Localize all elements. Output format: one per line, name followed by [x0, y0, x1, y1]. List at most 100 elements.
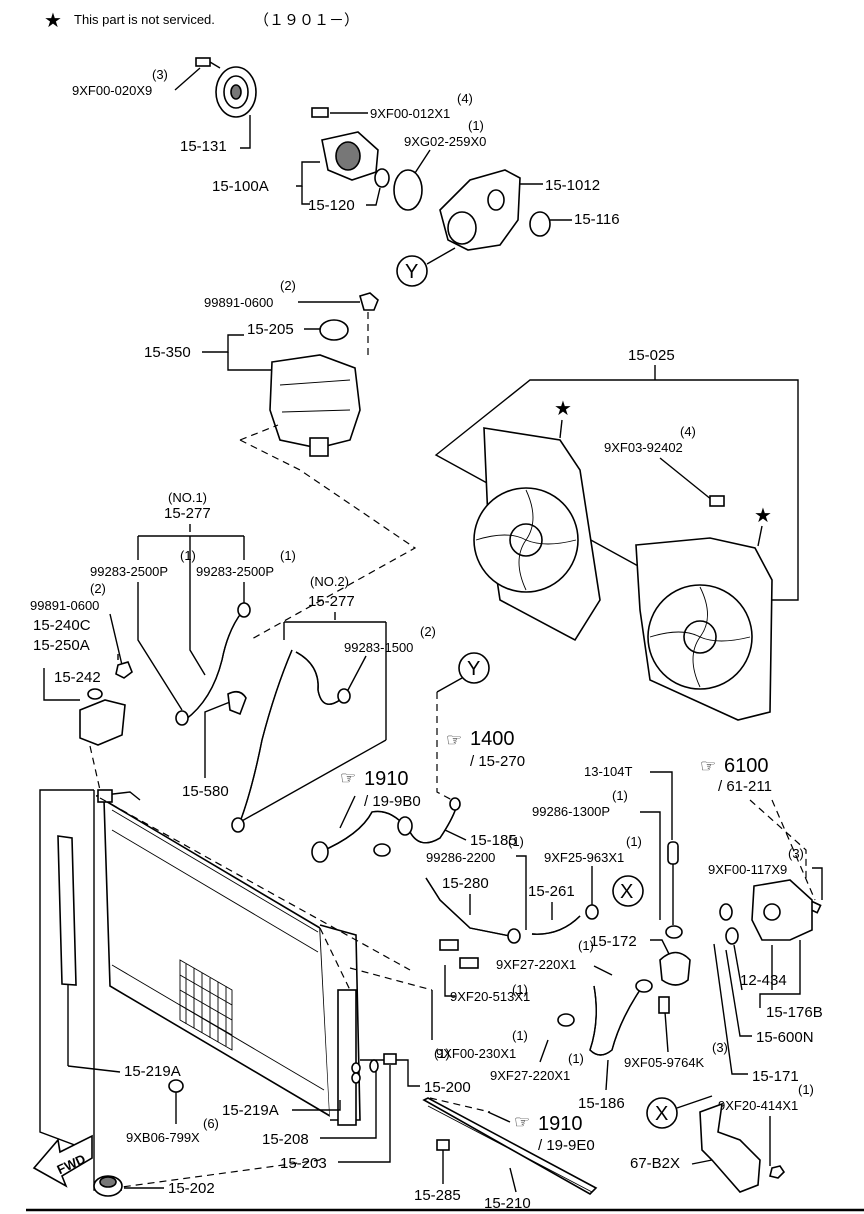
label-part-number: 15-580: [182, 783, 229, 800]
label-part-number: 15-350: [144, 344, 191, 361]
hand-pointer-icon: ☞: [340, 768, 356, 788]
hand-pointer-icon: ☞: [514, 1112, 530, 1132]
label-part-number: 15-116: [574, 211, 620, 228]
ref-marker-label: X: [620, 881, 633, 903]
o-ring-icon: [725, 927, 739, 945]
ref-page-number: 6100: [724, 755, 769, 777]
label-part-number: 15-277: [164, 505, 211, 522]
label-part-number: 99891-0600: [30, 598, 99, 613]
ref-figure-number: / 61-211: [718, 778, 772, 795]
hose-clamp-icon: [397, 816, 413, 836]
bolt-icon: [195, 57, 211, 67]
water-outlet-icon: [751, 879, 813, 941]
ref-figure-number: / 19-9E0: [538, 1137, 595, 1154]
thermostat-housing-icon: [659, 951, 691, 986]
fan-assembly-group: 15-025 ★ (4) 9XF03-92402 ★: [434, 347, 799, 721]
ref-marker-y: [396, 255, 428, 287]
hose-clamp-icon: [557, 1013, 575, 1027]
label-part-number: 15-208: [262, 1131, 309, 1148]
forward-arrow: FWD: [32, 1134, 93, 1188]
label-part-number: 15-280: [442, 875, 489, 892]
label-part-number: 9XF27-220X1: [496, 957, 576, 972]
label-qty: (4): [680, 424, 696, 439]
label-part-number: 15-120: [308, 197, 355, 214]
nut-icon: [359, 292, 379, 311]
bracket-pin-icon: [383, 1053, 397, 1065]
label-qty: (1): [626, 834, 642, 849]
bolt-icon: [459, 957, 479, 969]
label-part-number: 15-242: [54, 669, 101, 686]
reference-callouts: Y ☞ 1400 / 15-270 ☞ 1910 / 19-9B0: [339, 652, 525, 829]
label-part-number: 9XF00-020X9: [72, 83, 152, 98]
hose-end-icon: [311, 841, 329, 863]
hose-clamp-icon: [585, 904, 599, 920]
hand-pointer-icon: ☞: [700, 756, 716, 776]
water-pump-group: (4) 9XF00-012X1 (1) 9XG02-259X0 15-100A …: [212, 91, 620, 287]
label-part-number: 15-219A: [222, 1102, 279, 1119]
label-qty: (1): [508, 834, 524, 849]
label-part-number: 99283-1500: [344, 640, 413, 655]
drain-tube-icon: [337, 989, 357, 1126]
label-qty: (6): [203, 1116, 219, 1131]
ref-marker-label: Y: [467, 658, 480, 680]
hose-clamp-icon: [175, 710, 189, 726]
label-qty: (2): [90, 581, 106, 596]
label-qty: (1): [512, 1028, 528, 1043]
label-part-number: 15-277: [308, 593, 355, 610]
radiator-group: 15-219A 15-219A 15-200 (1) 9XF00-230X1 (…: [39, 789, 799, 1191]
bottom-section: (6) 9XB06-799X 15-208 15-203 ☞ 1910 / 19…: [32, 1053, 814, 1212]
label-part-number: 15-172: [590, 933, 637, 950]
label-part-number: 99891-0600: [204, 295, 273, 310]
bolt-icon: [436, 1139, 450, 1151]
label-qty: (1): [180, 548, 196, 563]
bracket-group: (2) 99891-0600 15-240C 15-250A 15-242: [30, 581, 133, 791]
label-qty: (1): [578, 938, 594, 953]
bolt-icon: [311, 107, 329, 118]
label-part-number: 15-203: [280, 1155, 327, 1172]
label-part-number: 15-261: [528, 883, 575, 900]
label-part-number: 99283-2500P: [196, 564, 274, 579]
label-note: (NO.1): [168, 490, 207, 505]
star-icon: ★: [44, 10, 62, 32]
label-part-number: 15-1012: [545, 177, 600, 194]
label-part-number: 9XG02-259X0: [404, 134, 486, 149]
ref-marker-label: X: [655, 1103, 668, 1125]
label-part-number: 15-240C: [33, 617, 91, 634]
label-part-number: 15-185: [470, 832, 517, 849]
label-qty: (1): [468, 118, 484, 133]
thermostat-group: 13-104T (1) 99286-1300P ☞ 6100 / 61-211 …: [311, 755, 823, 1046]
bolt-icon: [168, 1079, 184, 1093]
label-part-number: 12-434: [740, 972, 787, 989]
ref-page-number: 1910: [538, 1113, 583, 1135]
lower-hose-group: (NO.2) 15-277 (2) 99283-1500 15-580: [182, 574, 436, 833]
label-part-number: 15-600N: [756, 1029, 814, 1046]
label-part-number: 15-250A: [33, 637, 90, 654]
label-part-number: 13-104T: [584, 764, 632, 779]
label-qty: (3): [152, 67, 168, 82]
label-qty: (3): [712, 1040, 728, 1055]
label-part-number: 15-202: [168, 1180, 215, 1197]
bolt-icon: [709, 495, 725, 507]
label-part-number: 67-B2X: [630, 1155, 680, 1172]
hose-clamp-icon: [507, 928, 521, 944]
label-part-number: 15-100A: [212, 178, 269, 195]
ref-marker-x: [646, 1097, 678, 1129]
label-qty: (1): [798, 1082, 814, 1097]
label-part-number: 9XF25-963X1: [544, 850, 624, 865]
label-part-number: 9XF05-9764K: [624, 1055, 705, 1070]
upper-hose-group: (NO.1) 15-277 (1) 99283-2500P (1) 99283-…: [90, 490, 296, 726]
label-qty: (1): [568, 1051, 584, 1066]
label-part-number: 15-219A: [124, 1063, 181, 1080]
label-part-number: 99286-2200: [426, 850, 495, 865]
label-part-number: 9XF20-513X1: [450, 989, 530, 1004]
label-part-number: 9XF00-117X9: [708, 862, 787, 877]
label-qty: (2): [420, 624, 436, 639]
ref-figure-number: / 19-9B0: [364, 793, 421, 810]
radiator-support-bar-icon: [422, 1097, 598, 1195]
label-part-number: 15-186: [578, 1095, 625, 1112]
header-note: This part is not serviced.: [74, 12, 215, 27]
gasket-icon: [529, 211, 551, 237]
ref-marker-x: [612, 875, 644, 907]
label-qty: (1): [512, 982, 528, 997]
label-qty: (1): [612, 788, 628, 803]
